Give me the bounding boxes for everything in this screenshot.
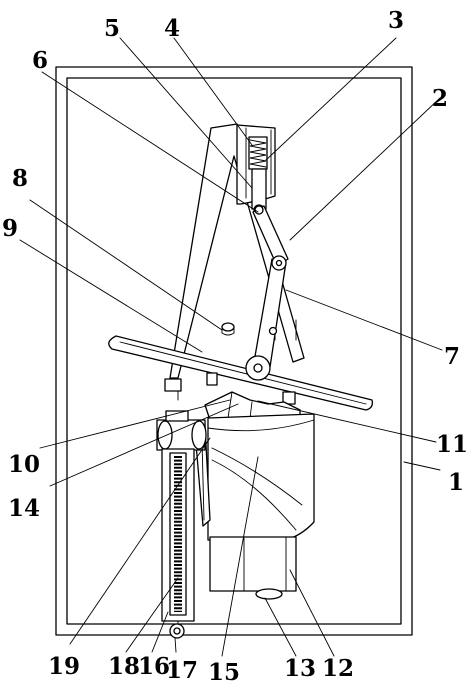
label-13: 13: [284, 655, 316, 682]
label-18: 18: [108, 653, 140, 680]
lower-clamps: [164, 372, 296, 405]
label-9: 9: [2, 215, 18, 242]
motor-shaft: [255, 588, 283, 600]
label-10: 10: [8, 451, 40, 478]
label-19: 19: [48, 653, 80, 680]
label-12: 12: [322, 655, 354, 682]
label-8: 8: [12, 165, 28, 192]
label-3: 3: [388, 7, 404, 34]
main-body: [207, 413, 315, 600]
label-7: 7: [444, 343, 460, 370]
label-14: 14: [8, 495, 40, 522]
label-2: 2: [432, 85, 448, 112]
lower-block: [209, 536, 297, 592]
leader-lines: [19, 37, 443, 657]
spring: [249, 139, 267, 168]
plunger: [251, 168, 267, 210]
label-16: 16: [138, 653, 170, 680]
label-5: 5: [104, 15, 120, 42]
pivot-pin: [221, 322, 235, 336]
adjust-knob: [169, 623, 185, 639]
lever-bar: [108, 335, 374, 411]
upper-link: [252, 205, 289, 267]
housing-frame: [55, 66, 413, 636]
spring-housing: [236, 124, 276, 216]
label-17: 17: [166, 657, 198, 684]
left-column: [161, 448, 195, 627]
label-11: 11: [436, 431, 468, 458]
label-4: 4: [164, 15, 180, 42]
label-1: 1: [448, 469, 464, 496]
label-6: 6: [32, 47, 48, 74]
callout-labels: 3 5 4 6 2 8 9 7 10 11 1 14 19 18 16 17 1…: [2, 7, 468, 686]
side-clip: [194, 425, 211, 527]
label-15: 15: [208, 659, 240, 686]
